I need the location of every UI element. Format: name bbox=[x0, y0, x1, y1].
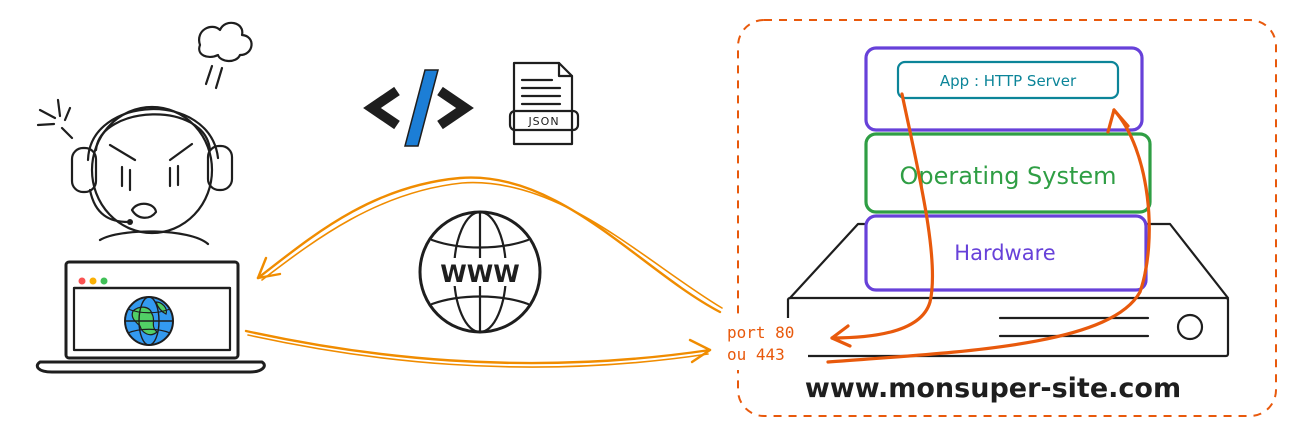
browser-globe-icon bbox=[124, 296, 174, 346]
angry-user-icon bbox=[36, 21, 253, 246]
request-arrow bbox=[244, 329, 712, 368]
www-globe-icon: WWW bbox=[418, 210, 542, 334]
laptop-icon bbox=[35, 260, 266, 374]
www-label: WWW bbox=[440, 260, 519, 288]
server-boundary bbox=[737, 19, 1277, 417]
os-layer bbox=[864, 132, 1152, 214]
port-label-line1: port 80 bbox=[727, 323, 794, 342]
json-label: JSON bbox=[527, 115, 559, 128]
code-icon bbox=[363, 69, 474, 147]
os-label: Operating System bbox=[899, 162, 1116, 190]
incoming-red-arrow bbox=[826, 108, 1151, 364]
http-server-label: App : HTTP Server bbox=[940, 72, 1077, 90]
json-file-icon: JSON bbox=[508, 61, 580, 146]
hardware-layer bbox=[864, 214, 1148, 292]
outgoing-red-arrow bbox=[830, 92, 935, 348]
hardware-label: Hardware bbox=[954, 241, 1055, 265]
response-arrow bbox=[256, 176, 723, 314]
domain-label: www.monsuper-site.com bbox=[805, 373, 1181, 404]
port-label-line2: ou 443 bbox=[727, 345, 785, 364]
http-server-box bbox=[896, 60, 1120, 100]
